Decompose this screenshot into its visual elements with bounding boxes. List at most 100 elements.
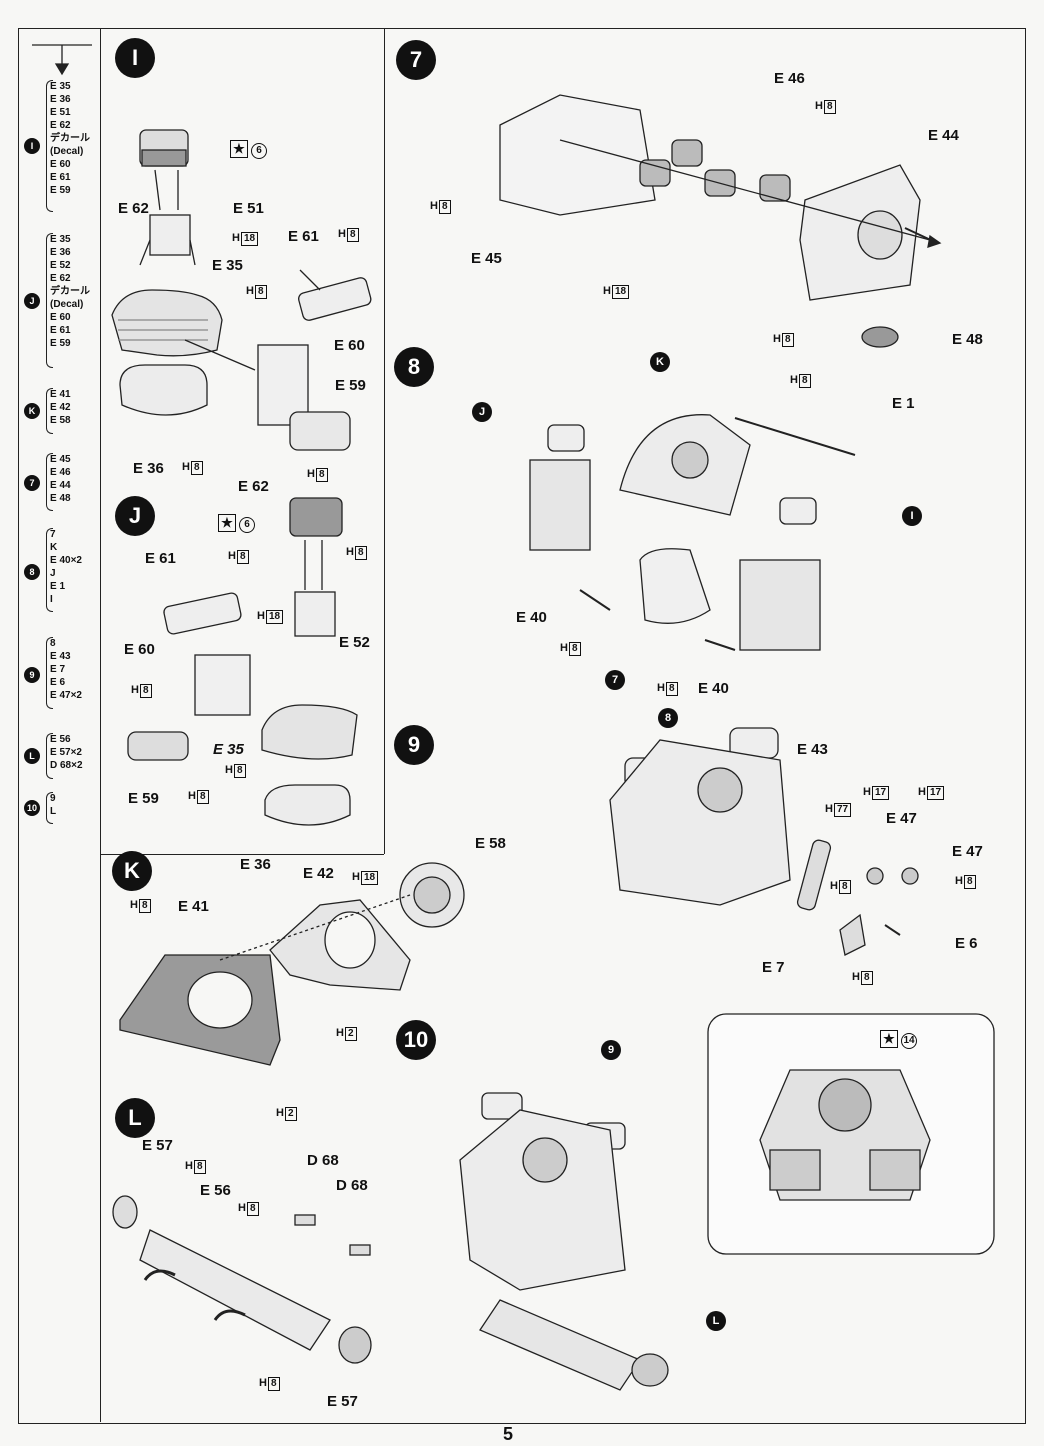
part-label: E 62 [238,478,269,495]
engine-9 [459,1109,626,1291]
cylinder-head-e35-j [261,704,358,760]
sidebar-item: E 58 [50,415,71,426]
carb-j [547,424,585,452]
step-marker-I: I [115,38,155,78]
middle-hline [100,854,384,855]
decal-number: 6 [251,143,267,159]
sidebar-item: E 59 [50,185,71,196]
part-label: E 7 [762,959,785,976]
part-label: E 46 [774,70,805,87]
part-label: E 60 [334,337,365,354]
belt-e43 [796,839,832,911]
step-marker-9: 9 [394,725,434,765]
sidebar-item: E 62 [50,120,71,131]
part-label: E 36 [240,856,271,873]
part-label: E 45 [471,250,502,267]
sidebar-group-10: 10 9 L [18,792,98,824]
knob-e47-a [866,867,884,885]
head-cover-e36-j [264,784,351,826]
part-label: E 61 [145,550,176,567]
sidebar-item: E 57×2 [50,747,82,758]
head-cover-e36 [119,364,208,416]
end-cap-e57-right [338,1326,372,1364]
decal-number: 14 [901,1033,917,1049]
part-label: E 60 [124,641,155,658]
star-icon: ★ [218,514,236,532]
part-label: E 43 [797,741,828,758]
part-label: E 57 [142,1137,173,1154]
sidebar-marker: I [24,138,40,154]
sidebar-group-8: 8 7 K E 40×2 J E 1 I [18,528,98,612]
sidebar-item: I [50,594,53,605]
sidebar-item: L [50,806,57,817]
sidebar-group-7: 7 E 45 E 46 E 44 E 48 [18,453,98,511]
bracket-e7 [839,913,866,956]
part-label: E 35 [213,741,244,758]
step-marker-7: 7 [396,40,436,80]
rod-e1 [734,417,856,456]
sub-marker-J: J [472,402,492,422]
part-label: E 58 [475,835,506,852]
sidebar-item: E 51 [50,107,71,118]
part-label: E 35 [212,257,243,274]
middle-divider [384,28,385,854]
end-cap-e57-left [112,1195,138,1229]
sidebar-item: E 56 [50,734,71,745]
cylinder-head-e35 [111,289,223,357]
sidebar-item: デカール [50,133,90,144]
sidebar-group-9: 9 8 E 43 E 7 E 6 E 47×2 [18,637,98,709]
carburetor-e51 [149,214,191,256]
shroud-opening [187,971,253,1029]
part-label: E 47 [952,843,983,860]
carb-i [779,497,817,525]
sidebar-item: 7 [50,529,56,540]
part-label: E 61 [288,228,319,245]
sub-marker-L: L [706,1311,726,1331]
plate-e61-j [163,592,242,635]
sidebar-item: E 42 [50,402,71,413]
part-label: E 56 [200,1182,231,1199]
sidebar-item: E 43 [50,651,71,662]
part-label: E 48 [952,331,983,348]
part-label: E 62 [118,200,149,217]
sidebar-divider [100,28,101,1422]
plate-e61 [298,277,372,321]
star-icon: ★ [880,1030,898,1048]
part-label: E 40 [516,609,547,626]
sub-marker-8: 8 [658,708,678,728]
sidebar-item: E 6 [50,677,66,688]
crankcase-7 [639,548,711,624]
sidebar-item: E 60 [50,312,71,323]
sidebar-item: 8 [50,638,56,649]
part-label: E 40 [698,680,729,697]
sidebar-item: E 40×2 [50,555,82,566]
sidebar-item: E 35 [50,81,71,92]
sidebar-marker: 8 [24,564,40,580]
main-frame [18,28,1026,1424]
part-label: E 42 [303,865,334,882]
part-label: E 57 [327,1393,358,1410]
sidebar-item: 9 [50,793,56,804]
cover-e59 [289,411,351,451]
sidebar-group-I: I E 35 E 36 E 51 E 62 デカール (Decal) E 60 … [18,80,98,212]
pin-d68-a [294,1214,316,1226]
decal-number: 6 [239,517,255,533]
